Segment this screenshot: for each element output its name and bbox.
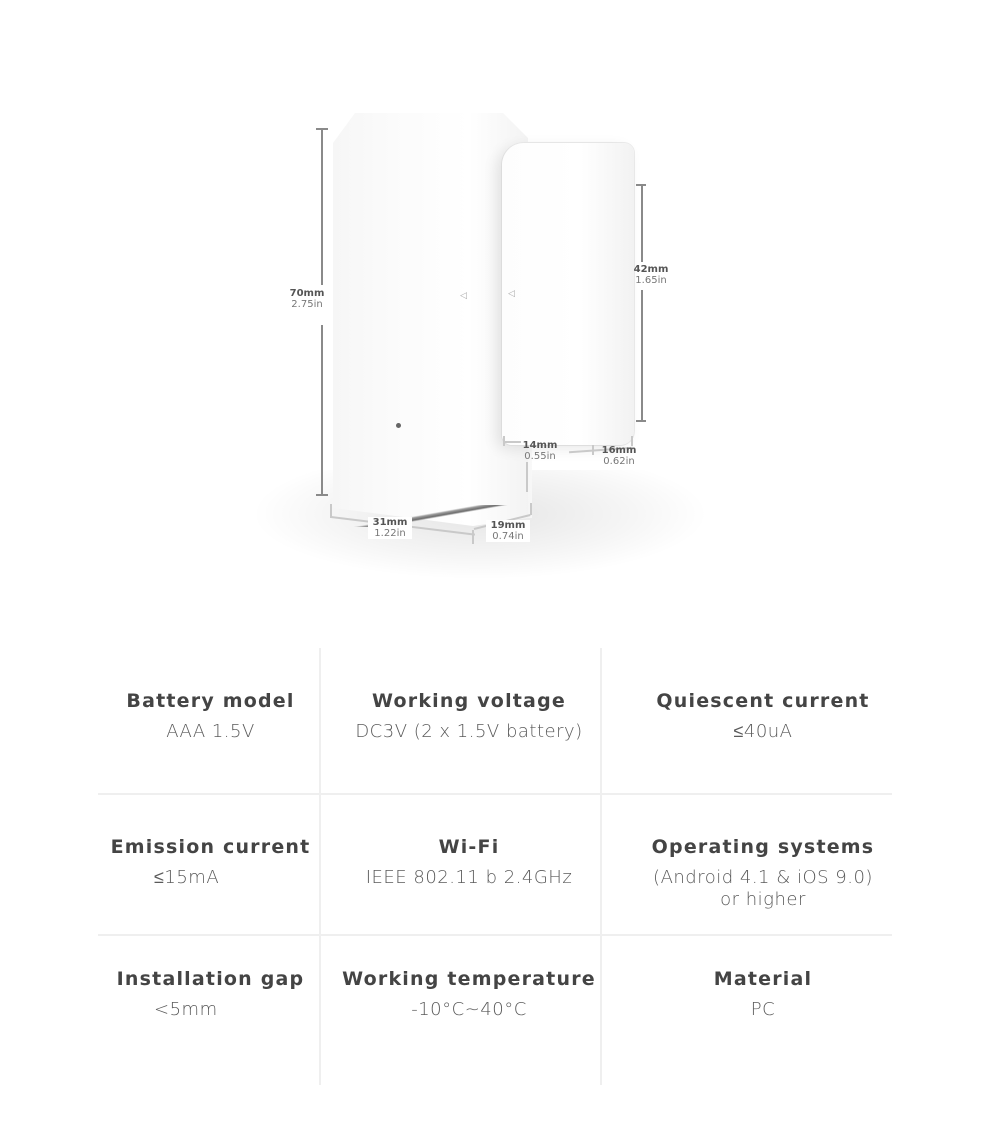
dimension-label-main-width: 31mm 1.22in	[368, 517, 412, 539]
dimension-line	[503, 441, 521, 443]
spec-title: Wi-Fi	[438, 836, 500, 858]
dimension-tick	[330, 504, 332, 518]
spec-material: Material PC	[602, 968, 924, 1021]
dimension-label-magnet-height: 42mm 1.65in	[633, 264, 669, 286]
dimension-tick	[316, 128, 328, 130]
spec-value: DC3V (2 x 1.5V battery)	[355, 721, 583, 742]
spec-wifi: Wi-Fi IEEE 802.11 b 2.4GHz	[322, 836, 616, 889]
product-illustration: ◁ ◁ 70mm 2.75in 42mm 1.65in 14mm 0.55in …	[250, 113, 710, 580]
spec-value: ≤40uA	[733, 721, 793, 742]
alignment-arrow-icon: ◁	[508, 289, 515, 299]
dimension-tick	[530, 503, 532, 515]
alignment-arrow-icon: ◁	[460, 291, 467, 301]
spec-battery-model: Battery model AAA 1.5V	[98, 690, 323, 743]
dimension-line	[641, 184, 643, 262]
dimension-line	[526, 462, 528, 492]
dimension-label-magnet-width: 14mm 0.55in	[522, 440, 558, 462]
spec-value: IEEE 802.11 b 2.4GHz	[365, 867, 573, 888]
sensor-main-body	[333, 113, 528, 526]
row-divider	[98, 934, 892, 936]
row-divider	[98, 793, 892, 795]
dimension-label-magnet-depth: 16mm 0.62in	[601, 445, 637, 467]
dimension-tick	[636, 420, 646, 422]
spec-installation-gap: Installation gap <5mm	[98, 968, 323, 1021]
spec-working-temperature: Working temperature -10°C~40°C	[322, 968, 616, 1021]
magnet-body	[502, 143, 634, 445]
spec-title: Emission current	[110, 836, 311, 858]
spec-value: -10°C~40°C	[411, 999, 527, 1020]
spec-emission-current: Emission current ≤15mA	[98, 836, 323, 889]
column-divider	[319, 648, 321, 1085]
dimension-tick	[592, 445, 594, 455]
spec-value-line2: or higher	[720, 889, 806, 910]
dimension-label-main-depth: 19mm 0.74in	[486, 520, 530, 542]
dimension-tick	[472, 530, 474, 544]
spec-title: Quiescent current	[656, 690, 870, 712]
spec-title: Material	[713, 968, 813, 990]
spec-operating-systems: Operating systems (Android 4.1 & iOS 9.0…	[602, 836, 924, 911]
spec-value: ≤15mA	[154, 867, 220, 888]
dimension-line	[321, 325, 323, 495]
column-divider	[600, 648, 602, 1085]
spec-title: Battery model	[126, 690, 295, 712]
dimension-line	[641, 290, 643, 420]
specifications-grid: Battery model AAA 1.5V Working voltage D…	[98, 648, 892, 1085]
dimension-line	[321, 128, 323, 285]
spec-title: Installation gap	[116, 968, 305, 990]
dimension-label-main-height: 70mm 2.75in	[289, 288, 325, 310]
dimension-tick	[636, 184, 646, 186]
dimension-tick	[503, 436, 505, 446]
spec-working-voltage: Working voltage DC3V (2 x 1.5V battery)	[322, 690, 616, 743]
led-indicator-icon	[396, 423, 401, 428]
spec-value: PC	[750, 999, 776, 1020]
spec-title: Operating systems	[651, 836, 875, 858]
spec-quiescent-current: Quiescent current ≤40uA	[602, 690, 924, 743]
spec-value: AAA 1.5V	[166, 721, 255, 742]
spec-value: (Android 4.1 & iOS 9.0)	[653, 867, 873, 888]
spec-title: Working temperature	[342, 968, 596, 990]
spec-title: Working voltage	[372, 690, 566, 712]
dimension-tick	[631, 436, 633, 446]
spec-value: <5mm	[154, 999, 218, 1020]
dimension-tick	[316, 494, 328, 496]
